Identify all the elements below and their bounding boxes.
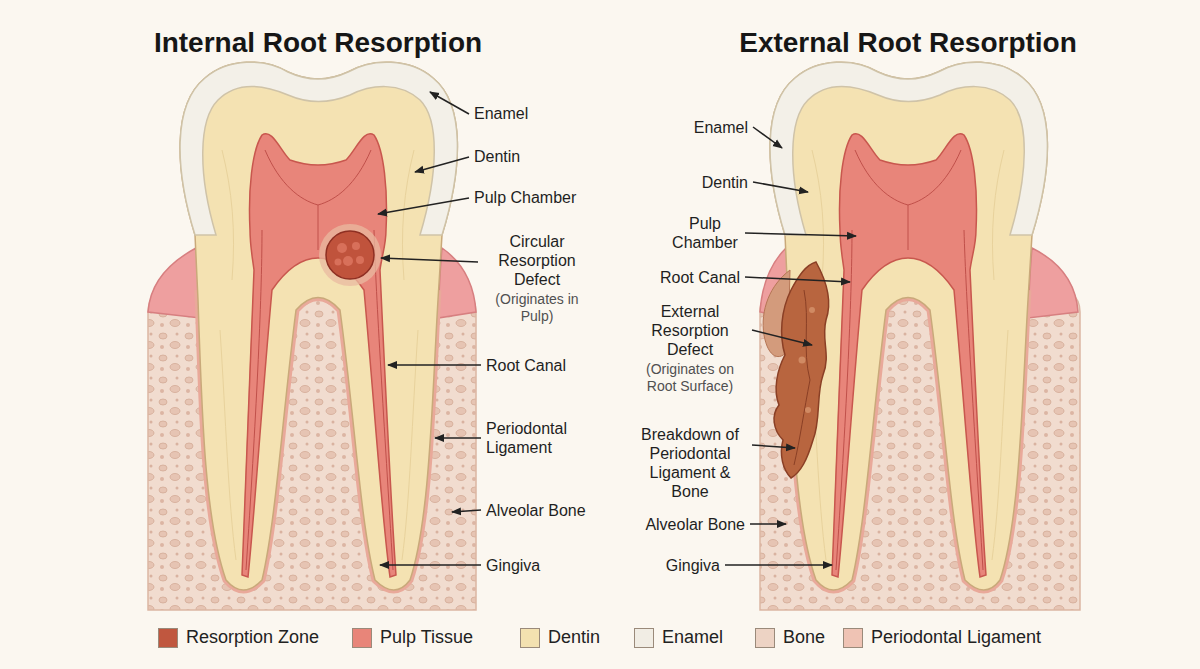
leader-line [381,258,478,262]
leader-line [753,127,782,148]
legend-swatch [520,628,540,648]
legend-label: Bone [783,627,825,648]
defect-note: (Originates on Root Surface) [632,361,748,395]
part-label: Enamel [474,104,528,123]
part-label: Dentin [474,147,520,166]
leader-line [753,182,808,192]
part-label: Gingiva [666,556,720,575]
leader-line [430,92,469,114]
internal-resorption-defect [319,224,381,286]
part-label: Periodontal Ligament [486,419,581,457]
defect-note: (Originates in Pulp) [482,291,592,325]
defect-label: Circular Resorption Defect [482,232,592,289]
legend-item: Bone [755,627,825,648]
legend-item: Enamel [634,627,723,648]
panel-heading: Internal Root Resorption [18,26,618,60]
leader-line [752,330,812,345]
gingiva [1028,248,1078,318]
leader-line [388,364,481,366]
legend-swatch [158,628,178,648]
legend-swatch [843,628,863,648]
legend-swatch [634,628,654,648]
leader-line [745,233,856,236]
part-label: Breakdown of Periodontal Ligament & Bone [632,425,748,501]
panel-heading: External Root Resorption [608,26,1200,60]
legend-swatch [755,628,775,648]
leader-line [752,445,795,448]
part-label: Root Canal [486,356,566,375]
leader-line [378,198,469,214]
legend-label: Resorption Zone [186,627,319,648]
part-label: Pulp Chamber [670,214,740,252]
legend-label: Enamel [662,627,723,648]
legend-label: Periodontal Ligament [871,627,1041,648]
part-label: Alveolar Bone [486,501,586,520]
part-label: Enamel [694,118,748,137]
leader-line [415,157,469,172]
tooth [770,62,1047,590]
part-label: Dentin [702,173,748,192]
leader-line [750,523,786,525]
legend-label: Dentin [548,627,600,648]
gingiva [148,248,200,318]
leader-line [435,437,481,439]
leader-line [745,277,850,282]
leader-line [452,510,481,512]
legend-item: Resorption Zone [158,627,319,648]
part-label: Gingiva [486,556,540,575]
defect-label: External Resorption Defect [632,302,748,359]
gingiva [438,248,476,318]
legend-label: Pulp Tissue [380,627,473,648]
external-resorption-defect [763,262,829,478]
part-label: Alveolar Bone [645,515,745,534]
tooth [180,62,457,590]
legend-item: Pulp Tissue [352,627,473,648]
legend-item: Dentin [520,627,600,648]
legend-item: Periodontal Ligament [843,627,1041,648]
legend-swatch [352,628,372,648]
leader-line [725,564,832,566]
part-label: Pulp Chamber [474,188,576,207]
leader-line [380,564,481,566]
leader-lines [378,92,856,565]
part-label: Root Canal [660,268,740,287]
